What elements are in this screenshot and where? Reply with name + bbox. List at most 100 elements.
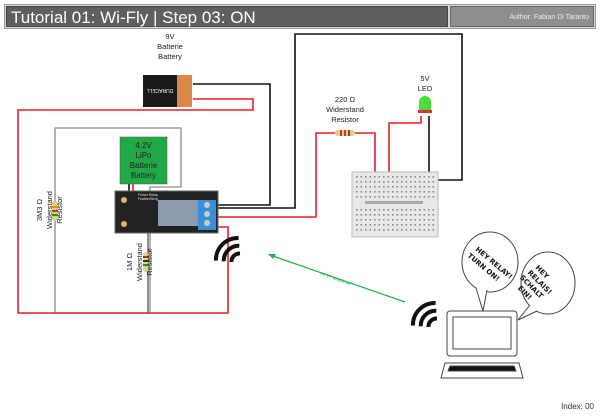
breadboard-hole — [432, 186, 435, 188]
breadboard-hole — [360, 224, 363, 226]
breadboard-hole — [410, 214, 412, 216]
breadboard-hole — [378, 176, 381, 178]
breadboard-hole — [396, 214, 399, 216]
label-line: 4.2V — [135, 141, 152, 150]
breadboard-hole — [360, 191, 363, 193]
breadboard-hole — [387, 196, 390, 198]
resistor-1m — [143, 252, 149, 272]
resistor-1m-label: 1M Ω Widerstand Resistor — [125, 232, 155, 292]
breadboard-hole — [410, 191, 412, 193]
breadboard-hole — [378, 219, 381, 221]
breadboard-hole — [414, 229, 417, 231]
breadboard-hole — [392, 191, 394, 193]
resistor-220 — [335, 130, 355, 136]
breadboard-hole — [360, 214, 363, 216]
breadboard-hole — [396, 196, 399, 198]
breadboard-hole — [392, 181, 394, 183]
lipo-label: 4.2V LiPo Batterie Battery — [120, 141, 167, 181]
breadboard-hole — [428, 209, 430, 211]
breadboard-hole — [423, 181, 426, 183]
breadboard-hole — [369, 219, 372, 221]
breadboard-hole — [378, 191, 381, 193]
breadboard-hole — [432, 181, 435, 183]
breadboard-hole — [360, 181, 363, 183]
breadboard-hole — [401, 224, 403, 226]
breadboard-hole — [387, 191, 390, 193]
breadboard-hole — [392, 224, 394, 226]
breadboard-hole — [356, 224, 358, 226]
breadboard-hole — [356, 176, 358, 178]
relay-featherwing-board — [114, 190, 219, 234]
breadboard-hole — [405, 214, 408, 216]
breadboard-hole — [383, 214, 385, 216]
breadboard-hole — [432, 229, 435, 231]
breadboard-hole — [414, 214, 417, 216]
http-response-arrow: HTTP response — [268, 254, 406, 303]
breadboard-hole — [387, 186, 390, 188]
breadboard-hole — [410, 181, 412, 183]
breadboard-hole — [419, 229, 421, 231]
breadboard-hole — [360, 219, 363, 221]
breadboard-hole — [405, 186, 408, 188]
breadboard-hole — [414, 191, 417, 193]
breadboard-hole — [419, 209, 421, 211]
breadboard-hole — [365, 196, 367, 198]
breadboard-hole — [432, 196, 435, 198]
breadboard-hole — [392, 209, 394, 211]
breadboard-hole — [378, 229, 381, 231]
wifi-icon-board — [213, 235, 241, 263]
resistor-220-label: 220 Ω Widerstand Resistor — [315, 95, 375, 125]
breadboard-hole — [419, 196, 421, 198]
breadboard-hole — [356, 191, 358, 193]
label-line: Resistor — [145, 248, 154, 276]
breadboard-hole — [365, 176, 367, 178]
breadboard-hole — [356, 219, 358, 221]
label-line: LED — [417, 84, 433, 93]
breadboard-hole — [374, 214, 376, 216]
breadboard-hole — [423, 191, 426, 193]
breadboard-hole — [356, 214, 358, 216]
breadboard-hole — [365, 181, 367, 183]
led-green — [418, 96, 432, 113]
breadboard-hole — [396, 219, 399, 221]
breadboard-hole — [419, 191, 421, 193]
breadboard-hole — [360, 229, 363, 231]
breadboard-hole — [428, 214, 430, 216]
breadboard-hole — [405, 191, 408, 193]
breadboard-hole — [365, 186, 367, 188]
breadboard-hole — [405, 181, 408, 183]
breadboard-hole — [428, 191, 430, 193]
breadboard-hole — [423, 219, 426, 221]
breadboard-hole — [369, 196, 372, 198]
breadboard-hole — [369, 191, 372, 193]
breadboard-hole — [432, 209, 435, 211]
label-line: Battery — [158, 52, 182, 61]
lipo-battery — [119, 136, 168, 185]
breadboard-hole — [392, 219, 394, 221]
laptop-icon — [440, 310, 524, 379]
breadboard-hole — [383, 181, 385, 183]
breadboard-hole — [423, 229, 426, 231]
breadboard-hole — [423, 176, 426, 178]
label-line: Resistor — [331, 115, 359, 124]
breadboard-hole — [428, 181, 430, 183]
label-line: Widerstand — [326, 105, 364, 114]
label-line: 1M Ω — [125, 252, 134, 272]
breadboard-hole — [419, 186, 421, 188]
breadboard-hole — [378, 214, 381, 216]
breadboard-hole — [396, 229, 399, 231]
breadboard-hole — [387, 224, 390, 226]
breadboard-hole — [374, 219, 376, 221]
breadboard-hole — [428, 229, 430, 231]
label-line: 220 Ω — [334, 95, 356, 104]
breadboard-hole — [369, 214, 372, 216]
breadboard-hole — [387, 176, 390, 178]
breadboard-hole — [360, 196, 363, 198]
breadboard-hole — [356, 181, 358, 183]
breadboard-hole — [383, 191, 385, 193]
breadboard-hole — [423, 196, 426, 198]
label-line: Batterie — [129, 161, 158, 170]
breadboard-hole — [365, 214, 367, 216]
breadboard-hole — [410, 224, 412, 226]
index-label: Index: 00 — [561, 402, 594, 411]
